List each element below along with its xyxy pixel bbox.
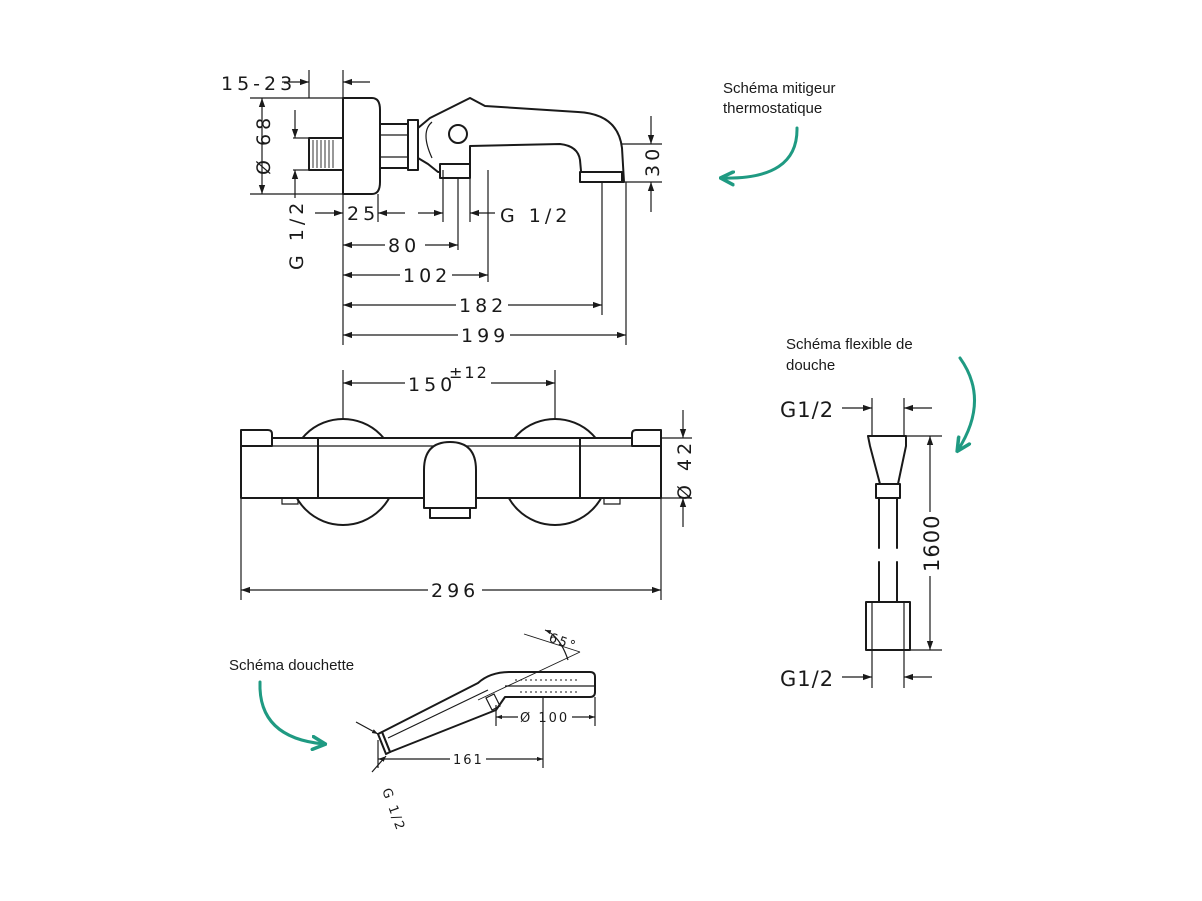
dim-199: 199: [461, 325, 509, 347]
curved-arrow-icon: [958, 356, 976, 450]
dim-80: 80: [388, 235, 420, 257]
dim-102: 102: [403, 265, 451, 287]
caption-mixer: Schéma mitigeur thermostatique: [722, 80, 836, 178]
dim-body-diameter: Ø 42: [674, 439, 696, 500]
dim-hose-thread-bottom: G1/2: [780, 667, 834, 691]
dim-escutcheon-diameter: Ø 68: [253, 114, 275, 175]
dim-thread-right: G 1/2: [500, 205, 571, 227]
dim-spacing: 150: [408, 374, 456, 396]
curved-arrow-icon: [722, 126, 799, 178]
dim-offset: 15-23: [221, 73, 296, 95]
caption-mixer-line1: Schéma mitigeur: [723, 80, 836, 97]
curved-arrow-icon: [258, 680, 324, 744]
shower-hose: [865, 435, 911, 651]
dim-thread-left: G 1/2: [286, 199, 308, 270]
hose-dimensions: G1/2 G1/2 1600: [780, 398, 944, 691]
caption-handshower: Schéma douchette: [229, 657, 354, 744]
dim-182: 182: [459, 295, 507, 317]
side-dimensions: 15-23 Ø 68 G 1/2 25 G 1/2 80 102: [221, 70, 664, 347]
caption-mixer-line2: thermostatique: [723, 100, 822, 117]
wall-thread-stub: [308, 137, 344, 171]
dim-handshower-diameter: Ø 100: [520, 711, 569, 726]
temperature-knob-center: [448, 124, 468, 144]
left-handle: [240, 429, 273, 447]
dim-hose-thread-top: G1/2: [780, 398, 834, 422]
wall-escutcheon: [342, 97, 381, 195]
dim-30: 30: [642, 145, 664, 177]
right-handle: [631, 429, 662, 447]
caption-hose: Schéma flexible de douche: [786, 336, 976, 450]
caption-hose-line2: douche: [786, 357, 835, 374]
caption-handshower-text: Schéma douchette: [229, 657, 354, 674]
dim-width: 296: [431, 580, 479, 602]
dim-spacing-tolerance: ±12: [449, 363, 489, 382]
dim-handshower-angle: 65°: [547, 631, 579, 655]
hand-shower: [377, 671, 596, 755]
spout-front: [423, 441, 477, 509]
mixer-side-view: [308, 97, 625, 195]
mixer-front-view: [240, 418, 662, 526]
dim-handshower-thread: G 1/2: [378, 786, 408, 834]
connection-nut: [379, 123, 409, 169]
dim-25: 25: [347, 203, 379, 225]
hose-top-cone: [867, 435, 907, 485]
dim-handshower-length: 161: [453, 753, 484, 768]
hose-bottom-nut: [865, 601, 911, 651]
front-dimensions: 150 ±12 Ø 42 296: [240, 363, 696, 602]
dim-hose-length: 1600: [920, 515, 944, 572]
caption-hose-line1: Schéma flexible de: [786, 336, 913, 353]
